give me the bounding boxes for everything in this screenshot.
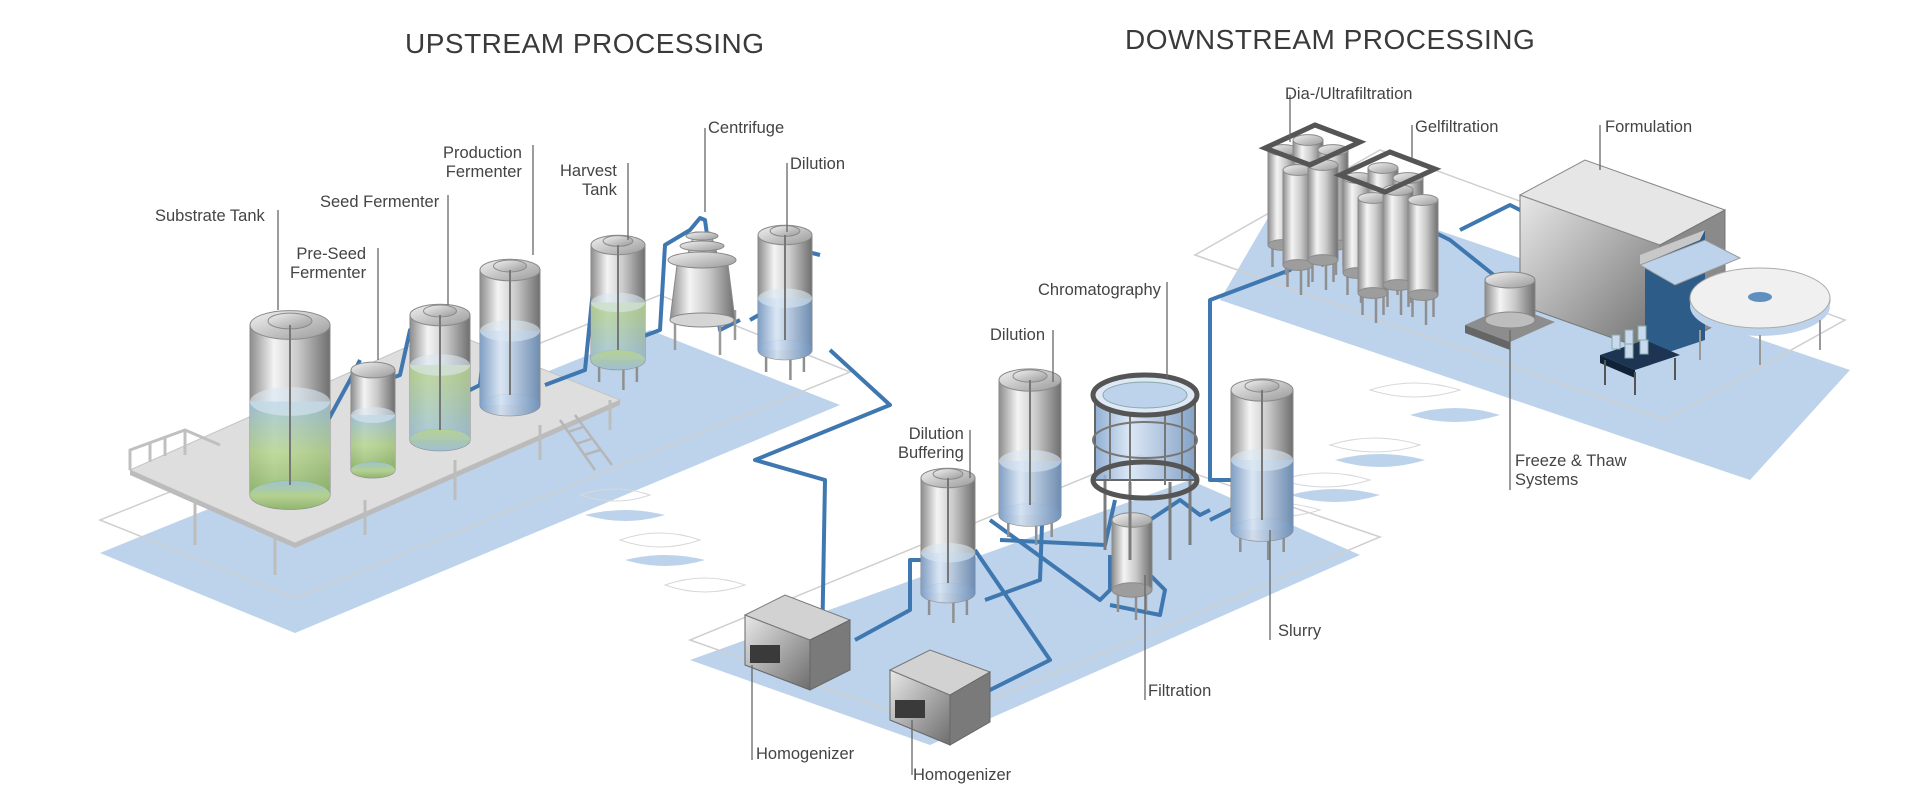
upstream-floor [97,294,852,633]
filtration-housing [1111,512,1153,620]
stairs [558,414,614,471]
label-homogenizer-1: Homogenizer [756,745,855,763]
label-centrifuge: Centrifuge [708,119,785,137]
label-dilution-upstream: Dilution [790,155,846,173]
label-homogenizer-2: Homogenizer [913,766,1012,784]
formulation-unit [1518,159,1831,365]
label-substrate-tank: Substrate Tank [155,207,265,225]
substrate-tank [249,310,331,510]
chromatography-unit [1090,372,1200,560]
slurry-tank [1230,378,1294,560]
equipment [249,134,1439,623]
ultrafiltration-frame [1258,122,1442,195]
production-fermenter [479,258,541,417]
freeze-thaw-unit [1465,271,1555,350]
dilution-buffering-tank [920,467,976,623]
label-chromatography: Chromatography [1038,281,1161,299]
filtration-column-5 [1307,159,1339,290]
homogenizer-machines [743,594,992,746]
pre-seed-fermenter [350,361,396,479]
centrifuge-unit [667,231,737,355]
label-formulation: Formulation [1605,118,1693,136]
label-gelfiltration: Gelfiltration [1415,118,1499,136]
seed-fermenter [409,303,471,452]
label-filtration: Filtration [1148,682,1212,700]
filtration-column-11 [1407,194,1439,325]
label-dia-ultrafiltration: Dia-/Ultrafiltration [1285,85,1413,103]
dilution-upstream-tank [757,224,813,380]
vial-tray [1600,325,1680,395]
harvest-tank [590,234,646,390]
downstream-title: DOWNSTREAM PROCESSING [1125,24,1536,55]
upstream-title: UPSTREAM PROCESSING [405,28,765,59]
dilution-downstream-tank [998,368,1062,545]
label-dilution-downstream: Dilution [990,326,1046,344]
railing [128,428,221,470]
label-slurry: Slurry [1278,622,1322,640]
leader-lines [277,95,1601,775]
label-seed-fermenter: Seed Fermenter [320,193,440,211]
